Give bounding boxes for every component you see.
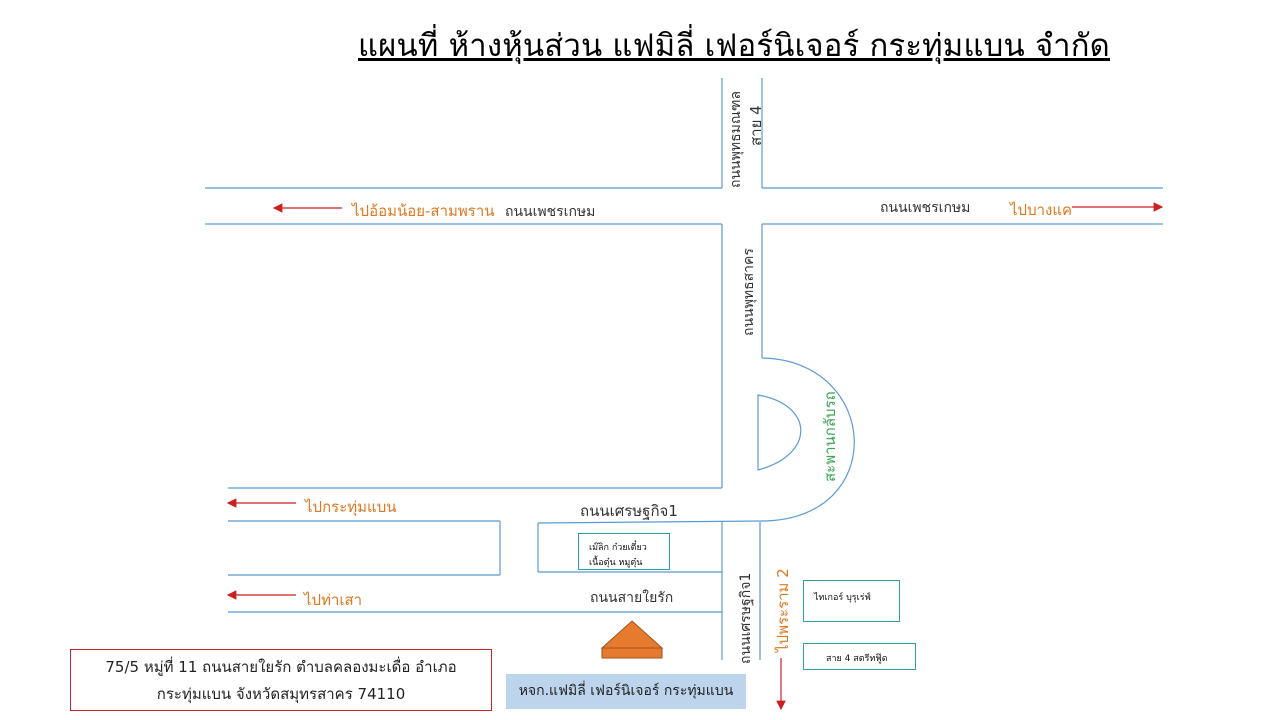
- landmark-tire-shop: ไทเกอร์ บุรุเร่ฟ์: [803, 580, 900, 622]
- direction-label-krathum-baen: ไปกระทุ่มแบน: [305, 498, 397, 516]
- road-label-phutthasakhon: ถนนพุทธสาคร: [741, 248, 757, 336]
- road-label-phetkasem-right: ถนนเพชรเกษม: [880, 200, 971, 216]
- u-turn-bridge-inner: [757, 394, 802, 471]
- landmark-noodle-line1: เม๊ลิก ก๋วยเตี๋ยว: [589, 543, 647, 553]
- direction-label-om-noi: ไปอ้อมน้อย-สามพราน: [352, 202, 495, 220]
- direction-label-tha-sao: ไปท่าเสา: [304, 591, 363, 609]
- road-label-phetkasem-left: ถนนเพชรเกษม: [505, 204, 596, 220]
- landmark-sai4-shop-label: สาย 4 สตรีทฟู๊ด: [826, 654, 888, 664]
- direction-label-bang-khae: ไปบางแค: [1010, 201, 1073, 219]
- address-box: 75/5 หมู่ที่ 11 ถนนสายใยรัก ตำบลคลองมะเด…: [70, 649, 492, 711]
- company-location-marker: [600, 620, 664, 659]
- landmark-sai4-shop: สาย 4 สตรีทฟู๊ด: [803, 643, 916, 670]
- map-title: แผนที่ ห้างหุ้นส่วน แฟมิลี่ เฟอร์นิเจอร์…: [358, 28, 1111, 64]
- road-label-setthakit-horizontal: ถนนเศรษฐกิจ1: [580, 502, 678, 520]
- u-turn-bridge-outer: [537, 357, 855, 524]
- road-label-u-turn-bridge: สะพานกลับรถ: [821, 391, 839, 482]
- road-label-saiyairak: ถนนสายใยรัก: [590, 590, 674, 606]
- landmark-noodle-shop: เม๊ลิก ก๋วยเตี๋ยว เนื้อตุ๋น หมูตุ๋น: [578, 533, 670, 570]
- road-label-sai4: สาย 4: [747, 105, 765, 146]
- address-line1: 75/5 หมู่ที่ 11 ถนนสายใยรัก ตำบลคลองมะเด…: [105, 658, 457, 676]
- road-label-setthakit-vertical: ถนนเศรษฐกิจ1: [738, 572, 754, 664]
- direction-label-phra-ram-2: ไปพระราม 2: [774, 568, 792, 652]
- company-label: หจก.แฟมิลี่ เฟอร์นิเจอร์ กระทุ่มแบน: [506, 674, 746, 709]
- landmark-tire-shop-label: ไทเกอร์ บุรุเร่ฟ์: [814, 593, 871, 603]
- address-line2: กระทุ่มแบน จังหวัดสมุทรสาคร 74110: [156, 685, 406, 703]
- landmark-noodle-line2: เนื้อตุ๋น หมูตุ๋น: [589, 558, 643, 568]
